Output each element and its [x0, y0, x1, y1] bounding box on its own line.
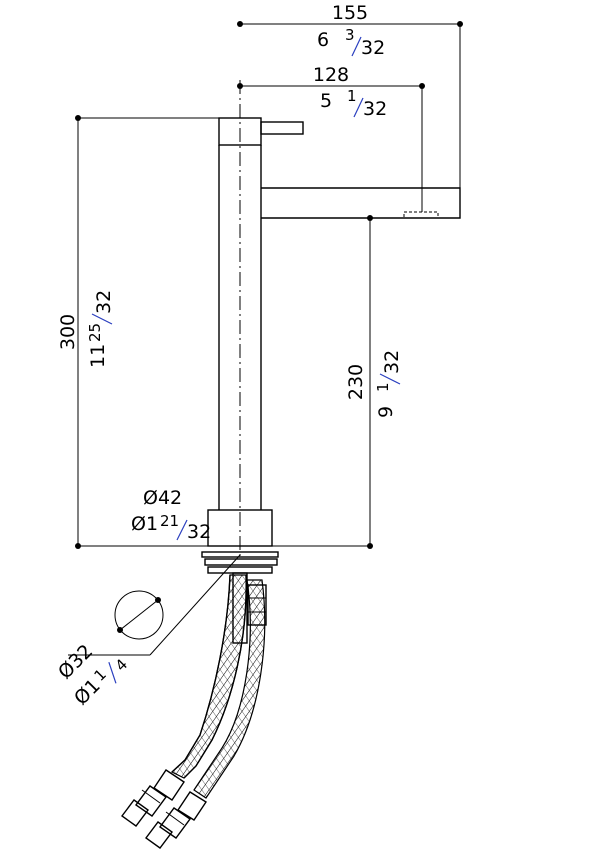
dimension-base-diameter: Ø42 Ø1 21 32 [131, 487, 211, 543]
total-height-inch-whole: 11 [87, 344, 109, 368]
spout-reach-mm: 128 [313, 64, 349, 86]
dimension-total-height: 300 11 25 32 [57, 115, 370, 549]
spout-reach-inch-den: 32 [363, 98, 387, 120]
dimension-hole-diameter: Ø32 Ø1 1 4 [54, 554, 241, 710]
overall-reach-inch-num: 3 [345, 26, 355, 44]
faucet-body [201, 80, 461, 644]
spout-height-inch-den: 32 [381, 350, 403, 374]
dimension-spout-height: 230 9 1 32 [345, 215, 403, 549]
hose-fitting-2 [145, 791, 207, 849]
base-diameter-inch-whole: Ø1 [131, 513, 158, 535]
total-height-inch-num: 25 [86, 323, 104, 342]
spout-height-inch-num: 1 [374, 382, 392, 392]
supply-hoses [121, 574, 266, 849]
overall-reach-inch-whole: 6 [317, 29, 329, 51]
total-height-mm: 300 [57, 314, 79, 350]
hose-fitting-1 [121, 769, 185, 827]
spout-reach-inch-num: 1 [347, 87, 357, 105]
overall-reach-inch-den: 32 [361, 37, 385, 59]
hole-diameter-inch-den: 4 [112, 655, 131, 674]
spout-height-mm: 230 [345, 364, 367, 400]
overall-reach-mm: 155 [332, 2, 368, 24]
dimension-overall-reach: 155 6 3 32 [237, 2, 463, 188]
spout-height-inch-whole: 9 [375, 406, 397, 418]
base-diameter-inch-num: 21 [160, 512, 179, 530]
total-height-inch-den: 32 [93, 290, 115, 314]
dimension-spout-reach: 128 5 1 32 [237, 64, 425, 212]
base-diameter-mm: Ø42 [143, 487, 182, 509]
base-diameter-inch-den: 32 [187, 521, 211, 543]
spout-reach-inch-whole: 5 [320, 90, 332, 112]
